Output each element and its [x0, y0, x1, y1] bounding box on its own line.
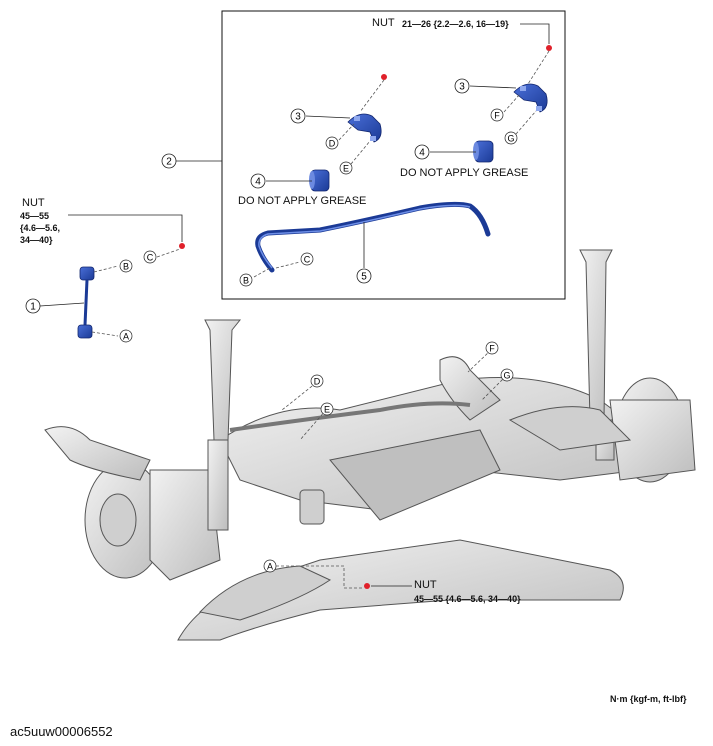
svg-text:D: D — [314, 377, 321, 387]
letter-d: D — [310, 374, 324, 388]
svg-text:C: C — [304, 255, 311, 265]
callout-3: 3 — [454, 78, 470, 94]
leader-line — [481, 375, 507, 401]
callout-4: 4 — [250, 173, 266, 189]
svg-text:B: B — [123, 262, 129, 272]
svg-text:4: 4 — [255, 177, 261, 188]
leader-line — [305, 115, 351, 119]
stabilizer-link — [77, 266, 95, 339]
leader-line — [93, 265, 119, 273]
svg-text:C: C — [147, 253, 154, 263]
callout-4: 4 — [414, 144, 430, 160]
letter-b: B — [239, 273, 253, 287]
letter-e: E — [320, 402, 334, 416]
bushing-part — [309, 169, 330, 192]
stabilizer-bar — [255, 201, 491, 273]
letter-d: D — [325, 136, 339, 150]
leader-line — [503, 93, 521, 113]
callout-2: 2 — [161, 153, 177, 169]
svg-text:E: E — [324, 405, 330, 415]
link-nut-label: NUT — [22, 197, 45, 209]
leader-line — [156, 248, 181, 258]
units-legend: N·m {kgf-m, ft-lbf} — [610, 694, 687, 704]
leader-line — [359, 79, 385, 113]
lower-nut-torque: 45—55 {4.6—5.6, 34—40} — [414, 594, 521, 604]
callout-3: 3 — [290, 108, 306, 124]
nut-marker — [179, 243, 185, 249]
leader-line — [253, 267, 271, 278]
stabilizer-bar-highlight — [258, 204, 471, 269]
letter-e: E — [339, 161, 353, 175]
svg-text:1: 1 — [30, 302, 36, 313]
bushing-part — [473, 140, 494, 163]
no-grease-note-right: DO NOT APPLY GREASE — [400, 167, 529, 179]
letter-a: A — [263, 559, 277, 573]
leader-line — [281, 382, 317, 411]
svg-text:3: 3 — [459, 82, 465, 93]
leader-line — [338, 123, 355, 141]
letter-g: G — [500, 368, 514, 382]
leader-line — [515, 110, 537, 135]
svg-text:E: E — [343, 164, 349, 174]
svg-text:G: G — [503, 371, 510, 381]
link-nut-torque-3: 34—40} — [20, 235, 53, 245]
link-nut-leader — [68, 214, 183, 242]
callout-1: 1 — [25, 298, 41, 314]
inset-nut-leader — [520, 23, 550, 44]
leader-line — [469, 85, 517, 89]
link-nut-torque-2: {4.6—5.6, — [20, 223, 61, 233]
leader-line — [527, 50, 550, 85]
svg-text:D: D — [329, 139, 336, 149]
link-nut-torque-1: 45—55 — [20, 211, 50, 221]
svg-text:B: B — [243, 276, 249, 286]
leader-line — [275, 261, 301, 269]
bracket-part — [513, 83, 548, 113]
letter-g: G — [504, 131, 518, 145]
inset-nut-torque: 21—26 {2.2—2.6, 16—19} — [402, 19, 509, 29]
letter-c: C — [300, 252, 314, 266]
inset-frame — [221, 10, 566, 300]
no-grease-note-left: DO NOT APPLY GREASE — [238, 195, 367, 207]
callout-5: 5 — [356, 268, 372, 284]
leader-line — [91, 331, 119, 337]
letter-a: A — [119, 329, 133, 343]
nut-marker — [364, 583, 370, 589]
svg-text:A: A — [123, 332, 129, 342]
svg-text:F: F — [494, 111, 500, 121]
leader-line — [467, 349, 492, 373]
nut-marker — [546, 45, 552, 51]
rear-suspension-assembly — [44, 249, 696, 641]
leader-line — [299, 409, 327, 441]
figure-id: ac5uuw00006552 — [10, 724, 113, 739]
svg-text:F: F — [489, 344, 495, 354]
svg-text:4: 4 — [419, 148, 425, 159]
letter-f: F — [490, 108, 504, 122]
leader-line — [276, 565, 345, 586]
inset-nut-label: NUT — [372, 17, 395, 29]
letter-b: B — [119, 259, 133, 273]
svg-text:5: 5 — [361, 272, 367, 283]
leader-line — [39, 302, 85, 307]
bracket-part — [347, 113, 382, 143]
svg-text:G: G — [507, 134, 514, 144]
nut-marker — [381, 74, 387, 80]
svg-text:A: A — [267, 562, 273, 572]
letter-c: C — [143, 250, 157, 264]
svg-text:3: 3 — [295, 112, 301, 123]
svg-text:2: 2 — [166, 157, 172, 168]
letter-f: F — [485, 341, 499, 355]
lower-nut-label: NUT — [414, 579, 437, 591]
